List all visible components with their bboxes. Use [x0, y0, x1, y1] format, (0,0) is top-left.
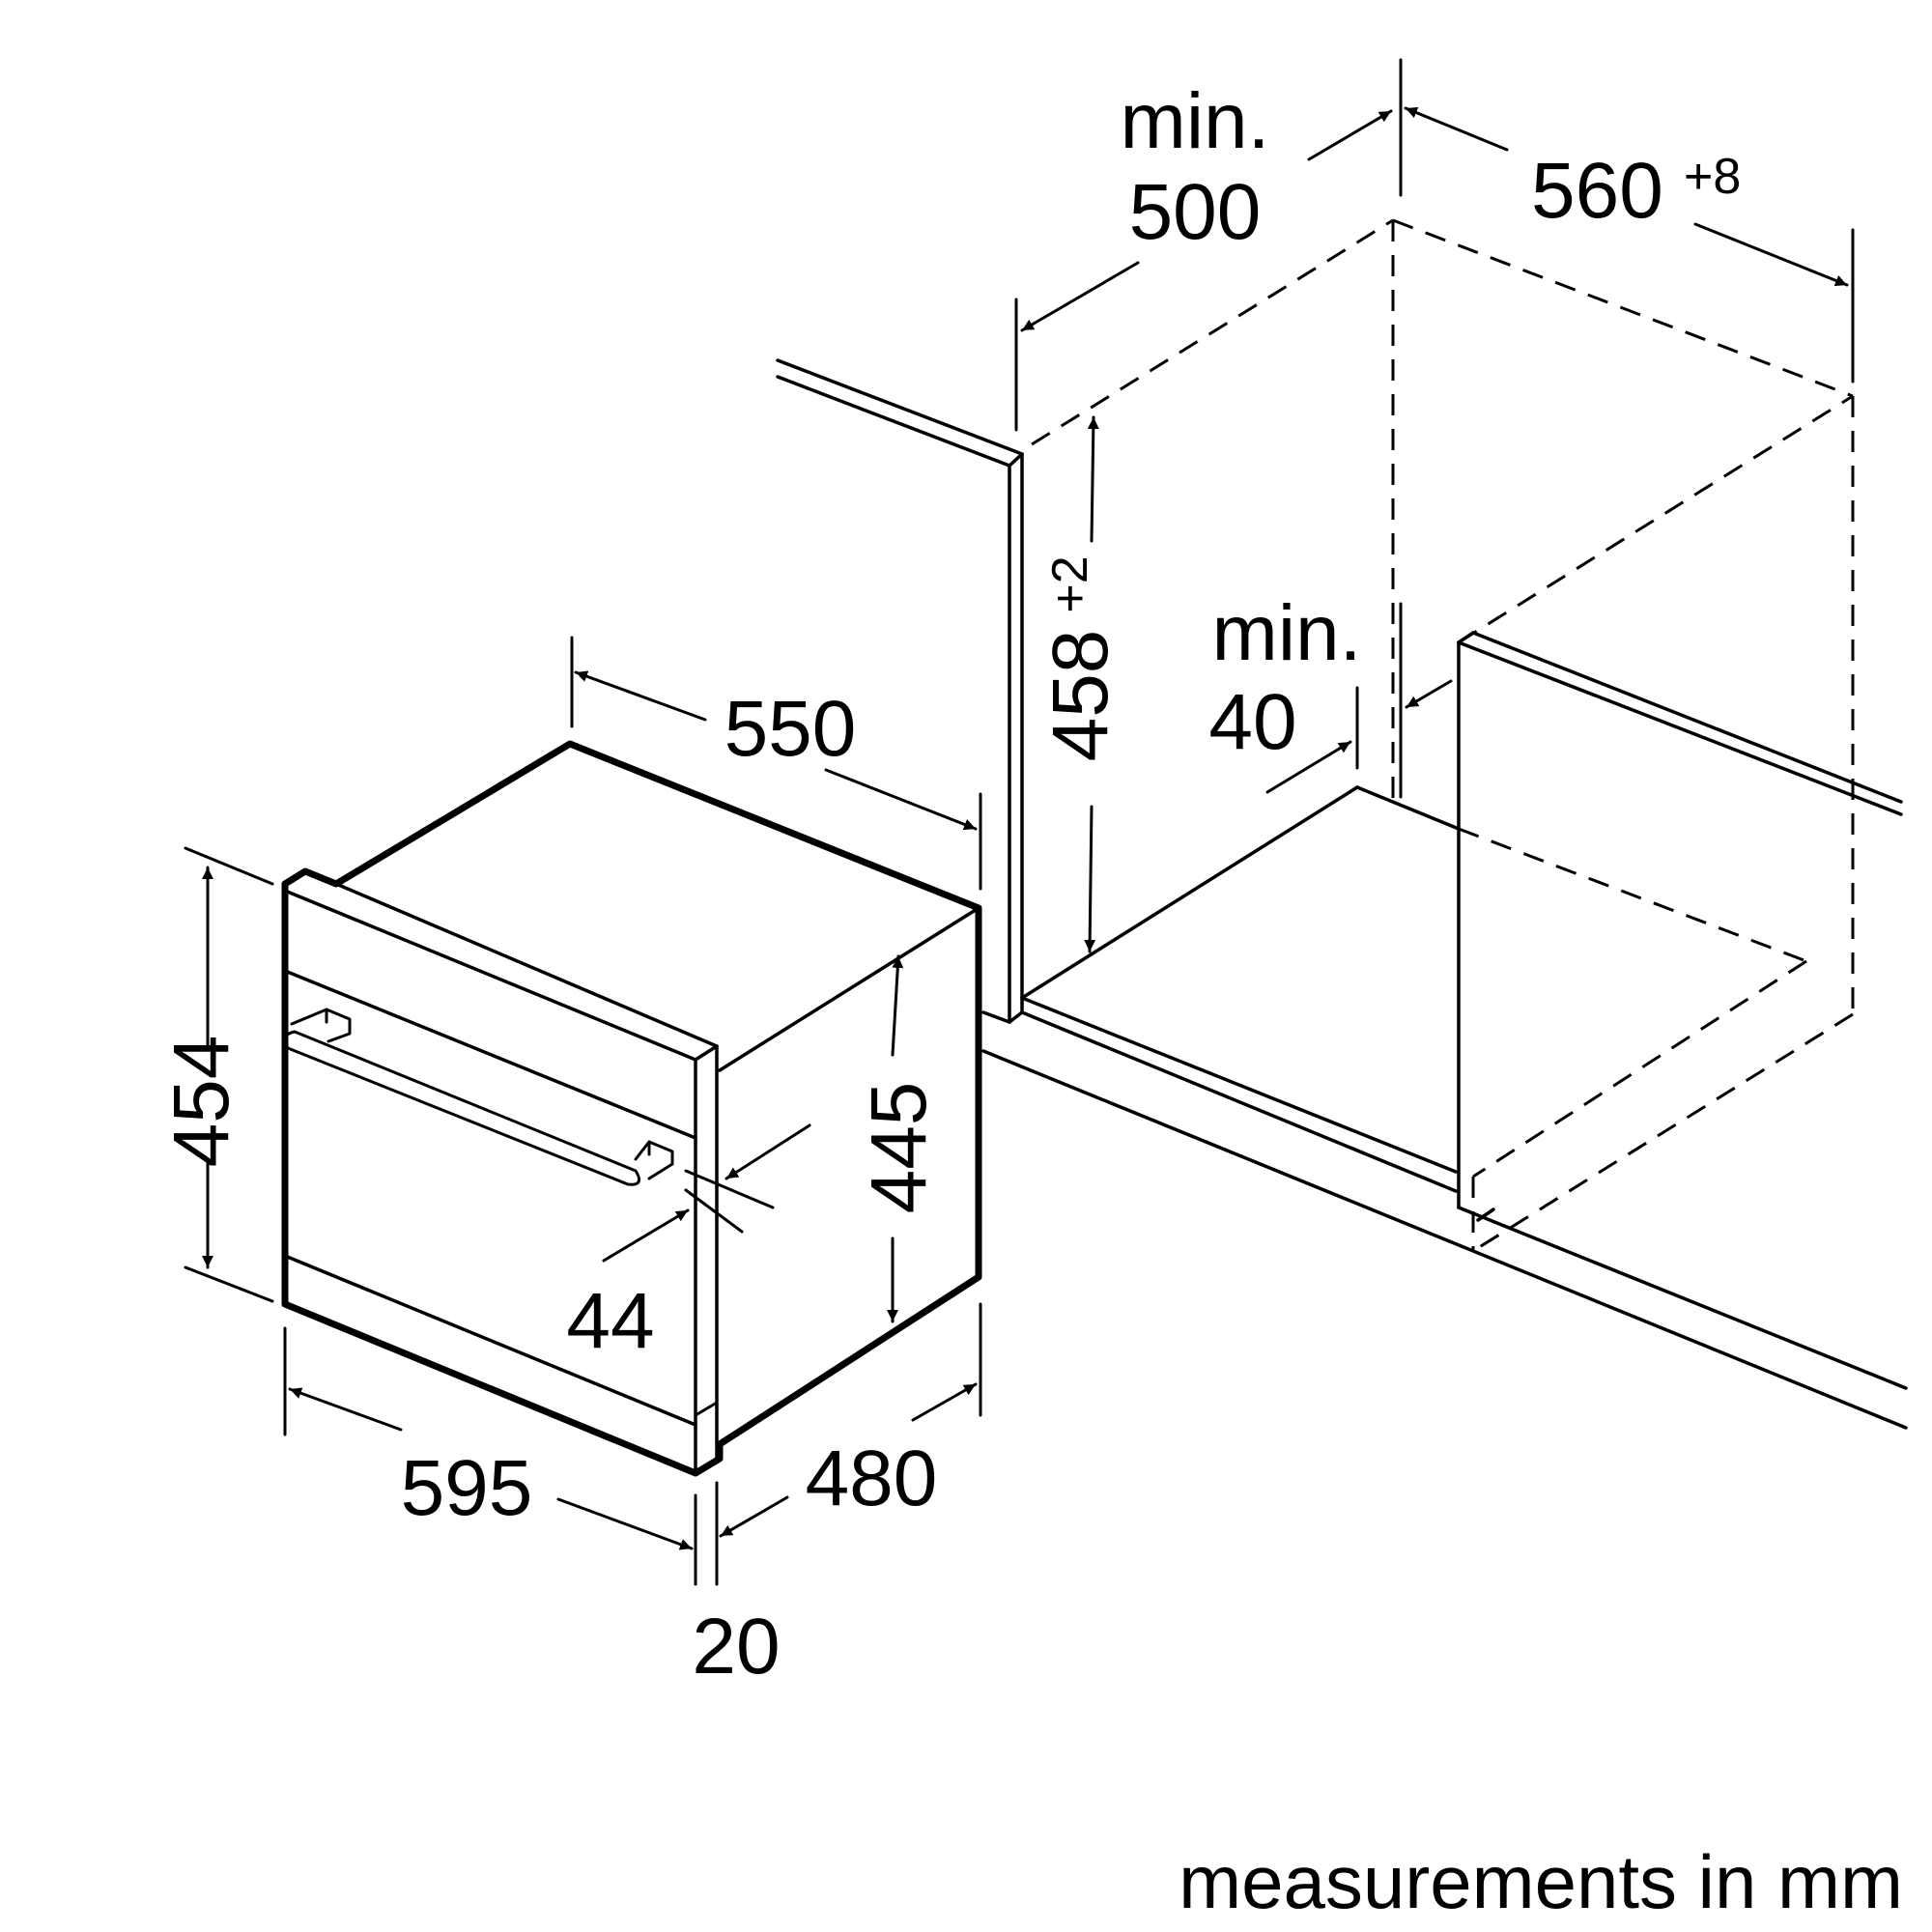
label-niche-depth-prefix: min.	[1121, 77, 1270, 165]
label-oven-depth-top: 550	[724, 685, 857, 773]
label-handle-depth: 44	[566, 1277, 654, 1365]
label-niche-width: 560	[1531, 147, 1663, 235]
cabinet-outline	[776, 358, 1908, 1430]
label-front-panel-thickness: 20	[692, 1603, 780, 1690]
dimension-lines	[184, 58, 1855, 1586]
label-niche-height-tolerance: +2	[1042, 555, 1098, 612]
dimension-labels: 595 550 454 445 480 20 44 min. 500 560 +…	[157, 77, 1903, 1924]
label-oven-height: 454	[157, 1036, 245, 1168]
units-note: measurements in mm	[1179, 1839, 1903, 1924]
label-niche-depth: 500	[1129, 168, 1262, 256]
label-niche-width-tolerance: +8	[1684, 149, 1741, 205]
label-oven-depth-bottom: 480	[806, 1435, 938, 1522]
label-oven-inner-height: 445	[855, 1082, 943, 1214]
label-oven-width: 595	[401, 1444, 533, 1532]
oven-outline	[281, 740, 982, 1477]
niche-hidden-lines	[1031, 218, 1855, 1253]
label-base-depth-prefix: min.	[1212, 589, 1362, 677]
label-base-depth: 40	[1208, 678, 1296, 766]
label-niche-height: 458	[1037, 630, 1124, 762]
